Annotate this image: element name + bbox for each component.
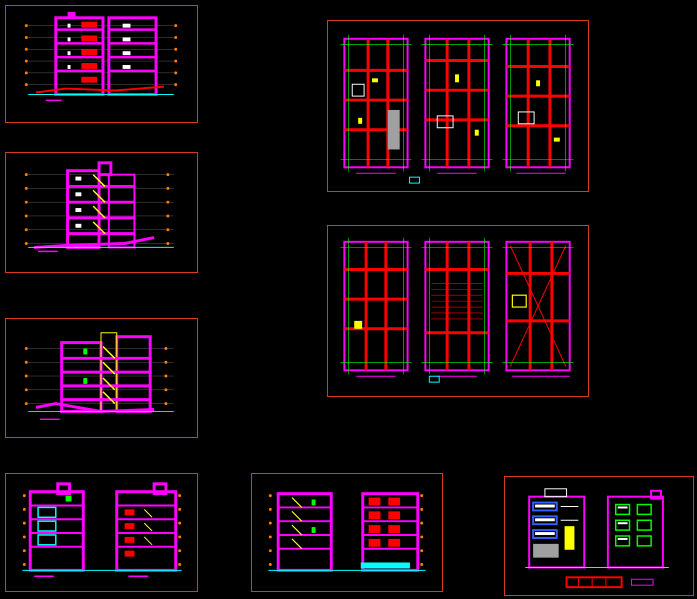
elevation-sheet-1[interactable]: [5, 473, 198, 592]
plan-2: [421, 34, 493, 174]
floor-plan-drawing-a: [340, 34, 574, 184]
section-drawing-2: [24, 161, 174, 253]
plan-3: [502, 34, 574, 174]
plan-6: [502, 240, 574, 377]
floor-plan-sheet-b[interactable]: [327, 225, 589, 397]
section-sheet-1[interactable]: [5, 5, 198, 123]
section-drawing-3: [24, 332, 174, 421]
section-drawing-1: [24, 11, 178, 102]
section-sheet-3[interactable]: [5, 318, 198, 438]
elevation-sheet-3[interactable]: [504, 476, 694, 596]
plan-4: [340, 237, 412, 377]
floor-plan-drawing-b: [340, 237, 574, 383]
elevation-sheet-2[interactable]: [251, 473, 443, 592]
elevation-drawing-1: [22, 482, 182, 577]
elevation-drawing-3: [525, 488, 669, 589]
plan-5: [421, 237, 493, 377]
floor-plan-sheet-a[interactable]: [327, 20, 589, 192]
plan-1: [340, 34, 412, 174]
section-sheet-2[interactable]: [5, 152, 198, 273]
elevation-drawing-2: [268, 492, 426, 572]
